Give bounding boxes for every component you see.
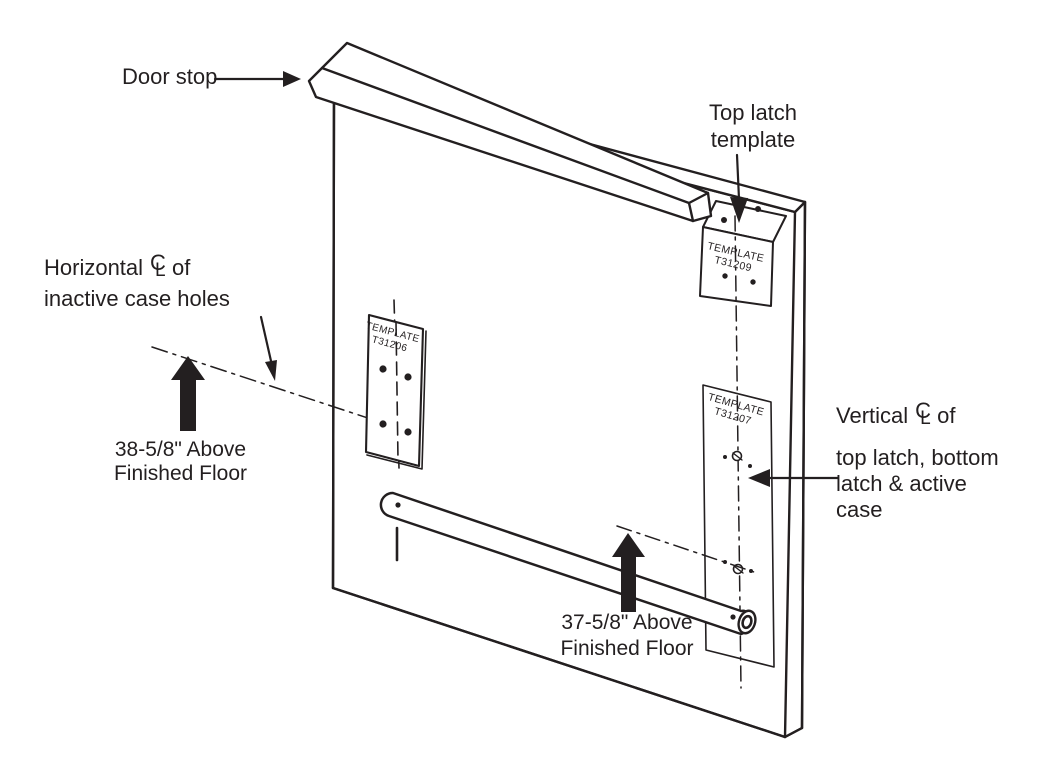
- push-bar-mount-dots: [395, 502, 736, 620]
- top-latch-arrow-head: [730, 197, 748, 223]
- door-stop-endcap-edge2: [687, 191, 710, 205]
- door-bottom-edge: [331, 586, 787, 739]
- template-t31206: [364, 299, 427, 562]
- door-right-edge: [783, 210, 797, 739]
- t31206-holes: [379, 365, 412, 436]
- door-stop-endcap-edge1: [687, 201, 695, 223]
- t31206-centerline-inner: [395, 321, 399, 461]
- vertical-cl-arrow-head: [748, 469, 770, 487]
- t31206-thickness-edge: [366, 330, 427, 470]
- t31209-holes: [721, 206, 761, 285]
- top-latch-arrow-line: [735, 153, 741, 201]
- callout-arrows: [213, 71, 840, 487]
- push-bar-end-bore: [741, 614, 753, 630]
- horizontal-cl-arrow-line: [259, 315, 273, 363]
- dim-37-label: 37-5/8" Above Finished Floor: [560, 611, 694, 660]
- dimension-arrow-38: [171, 356, 205, 431]
- dimension-arrow-37: [612, 533, 645, 612]
- top-latch-template-label: Top latch template: [708, 100, 798, 152]
- t31209-front-face: [699, 226, 774, 307]
- door-left-edge: [331, 90, 336, 590]
- t31206-face: [364, 313, 425, 468]
- vertical-centerline: [734, 215, 742, 689]
- door-stop-bar: [307, 41, 713, 223]
- push-bar: [379, 491, 757, 636]
- door-stop-label: Door stop: [122, 64, 218, 89]
- template-t31209: [699, 200, 787, 307]
- door-stop-ridge: [320, 66, 691, 205]
- horizontal-centerline: [151, 346, 387, 425]
- door-stop-arrow-head: [283, 71, 301, 87]
- horizontal-cl-arrow-head: [265, 360, 277, 381]
- door-bottom-thickness-edge: [783, 726, 804, 739]
- bottom-latch-centerline: [616, 525, 758, 574]
- dim-38-label: 38-5/8" Above Finished Floor: [113, 438, 248, 485]
- door-right-outer-edge: [800, 200, 807, 730]
